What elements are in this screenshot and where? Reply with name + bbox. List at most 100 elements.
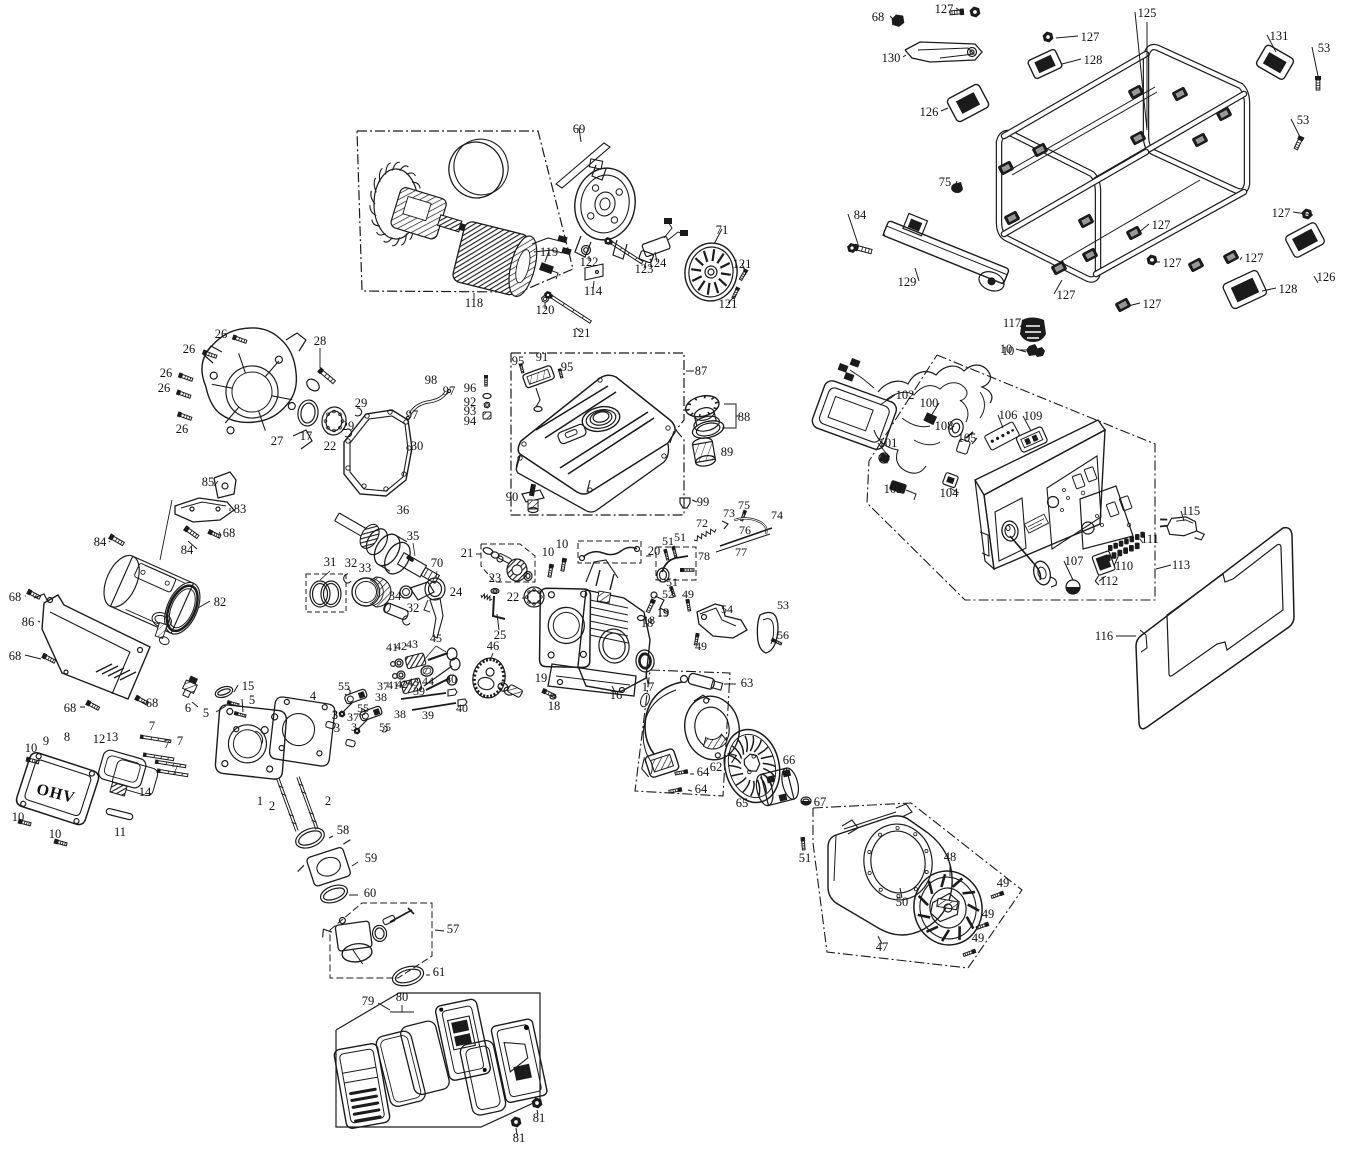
svg-text:8: 8 (64, 730, 70, 744)
svg-text:53: 53 (1297, 113, 1310, 127)
svg-text:116: 116 (1095, 629, 1113, 643)
svg-text:19: 19 (657, 606, 670, 620)
svg-text:64: 64 (697, 765, 710, 779)
svg-text:24: 24 (450, 585, 463, 599)
svg-text:84: 84 (854, 208, 867, 222)
svg-text:17: 17 (300, 429, 313, 443)
svg-text:10: 10 (1002, 344, 1015, 358)
svg-text:120: 120 (536, 303, 555, 317)
svg-text:130: 130 (882, 51, 901, 65)
svg-text:15: 15 (242, 679, 255, 693)
svg-text:18: 18 (548, 699, 561, 713)
svg-text:127: 127 (1245, 251, 1264, 265)
svg-text:10: 10 (556, 537, 569, 551)
svg-text:49: 49 (695, 639, 707, 653)
svg-text:55: 55 (357, 701, 369, 715)
svg-text:34: 34 (389, 589, 402, 603)
svg-text:106: 106 (999, 408, 1018, 422)
svg-text:51: 51 (666, 575, 678, 589)
svg-text:74: 74 (771, 508, 783, 522)
svg-text:11: 11 (114, 825, 126, 839)
svg-text:7: 7 (164, 737, 170, 751)
svg-text:64: 64 (695, 782, 708, 796)
svg-text:91: 91 (536, 350, 549, 364)
svg-text:107: 107 (1065, 554, 1084, 568)
svg-text:41: 41 (386, 640, 398, 654)
svg-text:55: 55 (379, 720, 391, 734)
svg-text:35: 35 (407, 529, 420, 543)
svg-text:131: 131 (1270, 29, 1289, 43)
svg-text:68: 68 (872, 10, 885, 24)
svg-text:103: 103 (884, 482, 903, 496)
svg-text:7: 7 (172, 763, 178, 777)
svg-text:98: 98 (425, 373, 438, 387)
svg-text:81: 81 (533, 1111, 546, 1125)
svg-text:118: 118 (465, 296, 483, 310)
svg-text:41: 41 (387, 678, 399, 692)
svg-text:58: 58 (337, 823, 350, 837)
svg-text:88: 88 (738, 410, 751, 424)
svg-text:26: 26 (176, 422, 189, 436)
svg-text:31: 31 (324, 555, 337, 569)
svg-text:68: 68 (64, 701, 77, 715)
svg-text:42: 42 (395, 639, 407, 653)
svg-text:10: 10 (1000, 342, 1013, 356)
svg-text:75: 75 (939, 175, 952, 189)
svg-text:26: 26 (158, 381, 171, 395)
svg-text:39: 39 (422, 708, 434, 722)
svg-text:21: 21 (461, 546, 474, 560)
svg-text:85: 85 (202, 475, 215, 489)
svg-text:75: 75 (738, 498, 750, 512)
svg-text:123: 123 (635, 262, 654, 276)
svg-text:32: 32 (345, 556, 358, 570)
svg-text:92: 92 (464, 395, 477, 409)
svg-text:43: 43 (406, 637, 418, 651)
svg-text:2: 2 (269, 799, 275, 813)
svg-text:3: 3 (332, 708, 338, 722)
svg-text:83: 83 (234, 502, 247, 516)
svg-text:125: 125 (1138, 6, 1157, 20)
svg-text:124: 124 (648, 256, 668, 270)
svg-text:26: 26 (160, 366, 173, 380)
svg-text:81: 81 (513, 1131, 526, 1145)
svg-text:61: 61 (433, 965, 446, 979)
svg-text:42: 42 (396, 677, 408, 691)
svg-text:97: 97 (443, 384, 456, 398)
svg-text:127: 127 (1081, 30, 1100, 44)
svg-text:66: 66 (783, 753, 796, 767)
svg-text:127: 127 (1143, 297, 1162, 311)
svg-text:127: 127 (1152, 218, 1171, 232)
svg-text:10: 10 (25, 741, 38, 755)
svg-text:22: 22 (324, 439, 337, 453)
svg-text:40: 40 (456, 701, 468, 715)
svg-text:19: 19 (535, 671, 548, 685)
svg-text:86: 86 (22, 615, 35, 629)
svg-text:111: 111 (1141, 532, 1159, 546)
svg-text:14: 14 (139, 785, 152, 799)
svg-text:70: 70 (431, 556, 444, 570)
svg-text:84: 84 (94, 535, 107, 549)
svg-text:37: 37 (377, 679, 389, 693)
svg-text:127: 127 (935, 2, 954, 16)
svg-text:49: 49 (682, 587, 694, 601)
svg-text:105: 105 (958, 431, 977, 445)
svg-text:117: 117 (1003, 316, 1021, 330)
svg-text:6: 6 (185, 701, 191, 715)
svg-text:16: 16 (610, 688, 623, 702)
svg-text:2: 2 (325, 794, 331, 808)
svg-text:44: 44 (422, 674, 434, 688)
svg-text:28: 28 (314, 334, 327, 348)
svg-text:10: 10 (49, 827, 62, 841)
svg-text:82: 82 (214, 595, 227, 609)
svg-text:29: 29 (355, 396, 368, 410)
svg-text:129: 129 (898, 275, 917, 289)
svg-text:55: 55 (338, 679, 350, 693)
svg-text:97: 97 (406, 408, 419, 422)
svg-text:49: 49 (972, 931, 985, 945)
svg-text:76: 76 (739, 523, 751, 537)
svg-text:29: 29 (342, 419, 355, 433)
svg-text:51: 51 (662, 534, 674, 548)
svg-text:101: 101 (879, 436, 898, 450)
svg-text:43: 43 (407, 675, 419, 689)
svg-text:96: 96 (464, 381, 477, 395)
